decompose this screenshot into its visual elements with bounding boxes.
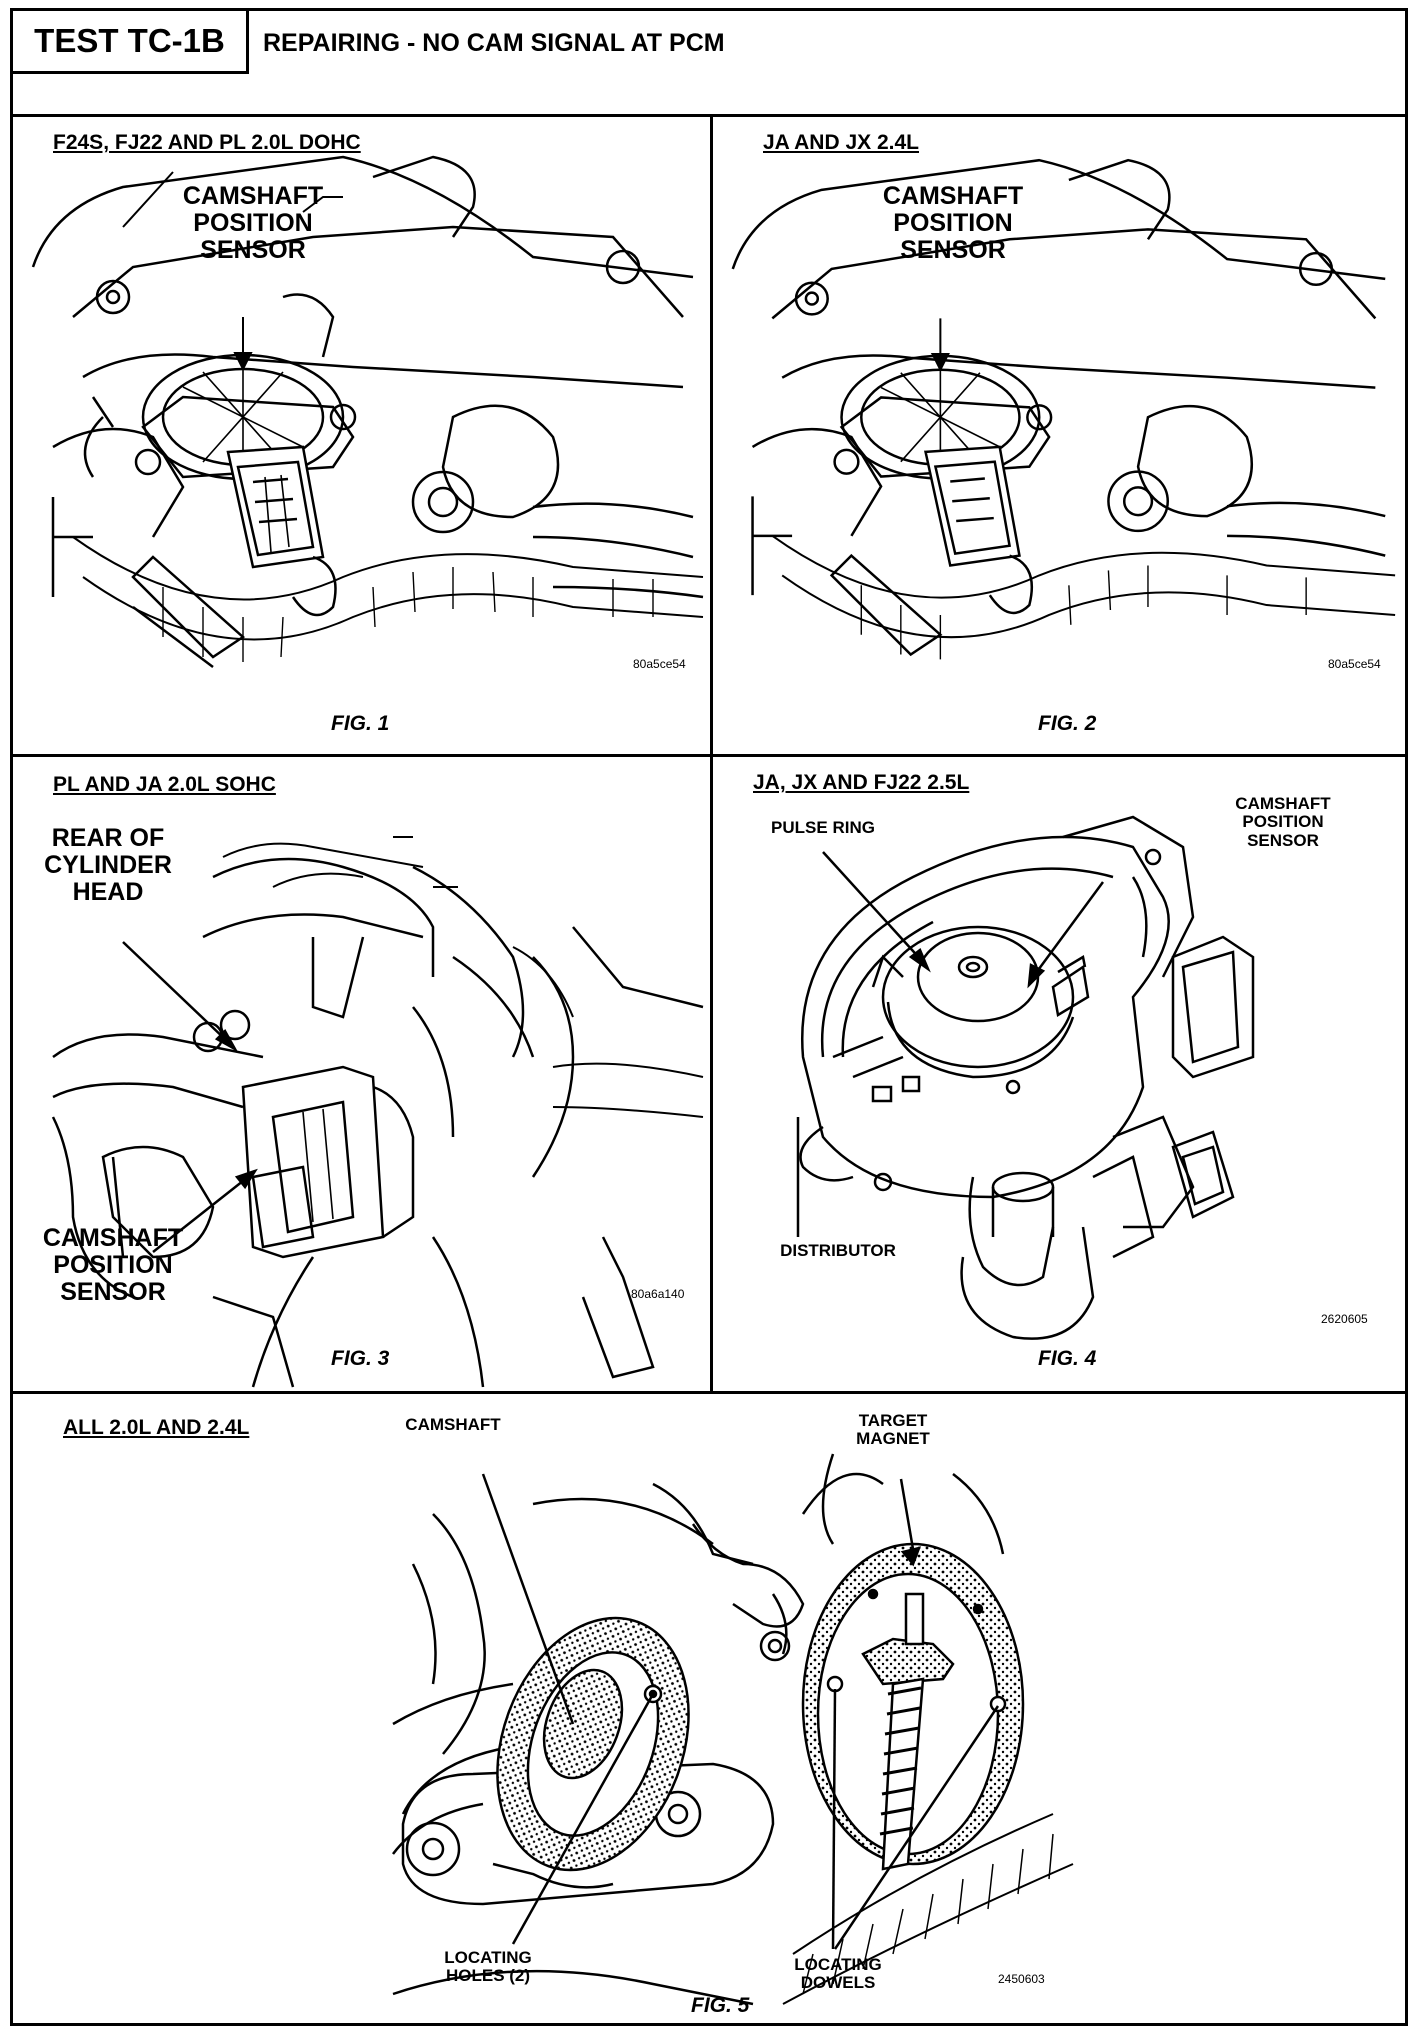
sensor-body — [835, 356, 1051, 613]
label-locating-holes: LOCATING HOLES (2) — [444, 1948, 532, 1986]
shaft-and-connector — [962, 1117, 1233, 1339]
panel-fig-4: JA, JX AND FJ22 2.5L — [713, 757, 1405, 1394]
panel-fig-2: JA AND JX 2.4L — [713, 117, 1405, 757]
engine-line-art — [733, 160, 1385, 654]
label-locating-dowels: LOCATING DOWELS — [794, 1955, 882, 1993]
label-camshaft-position-sensor: CAMSHAFT POSITION SENSOR — [42, 1224, 184, 1306]
test-id: TEST TC-1B — [34, 22, 225, 59]
leader-lines — [932, 318, 948, 369]
label-camshaft-position-sensor: CAMSHAFT POSITION SENSOR — [182, 182, 324, 264]
figure-caption: FIG. 2 — [1038, 712, 1097, 735]
target-magnet-illustration — [13, 1394, 1405, 2023]
illustration-code: 2620605 — [1321, 1312, 1368, 1326]
panel-heading: ALL 2.0L AND 2.4L — [63, 1416, 250, 1439]
hose — [783, 1814, 1073, 2004]
camshaft-sensor-24l-illustration — [713, 117, 1405, 757]
panel-heading: JA AND JX 2.4L — [763, 131, 919, 154]
label-distributor: DISTRIBUTOR — [780, 1241, 896, 1260]
label-camshaft-position-sensor: CAMSHAFT POSITION SENSOR — [882, 182, 1024, 264]
sensor-connector — [194, 1011, 413, 1257]
leader-lines — [483, 1474, 998, 1949]
label-camshaft: CAMSHAFT — [405, 1415, 501, 1434]
engine-line-art — [33, 157, 703, 667]
figure-caption: FIG. 1 — [331, 712, 390, 735]
page-header: TEST TC-1B REPAIRING - NO CAM SIGNAL AT … — [13, 11, 1405, 117]
panel-heading: PL AND JA 2.0L SOHC — [53, 773, 276, 796]
label-target-magnet: TARGET MAGNET — [856, 1411, 930, 1449]
camshaft-sensor-sohc-illustration — [13, 757, 713, 1394]
target-magnet — [803, 1544, 1023, 1869]
camshaft-sensor-dohc-illustration — [13, 117, 713, 757]
wiring-harness — [223, 837, 703, 1117]
leader-lines — [798, 852, 1103, 1237]
service-manual-page: TEST TC-1B REPAIRING - NO CAM SIGNAL AT … — [10, 8, 1408, 2026]
wiring-harness — [73, 537, 703, 662]
test-id-box: TEST TC-1B — [13, 11, 249, 74]
panel-fig-5: ALL 2.0L AND 2.4L — [13, 1394, 1405, 2023]
label-pulse-ring: PULSE RING — [771, 818, 875, 837]
test-title: REPAIRING - NO CAM SIGNAL AT PCM — [263, 29, 725, 57]
panel-fig-3: PL AND JA 2.0L SOHC — [13, 757, 713, 1394]
illustration-code: 80a5ce54 — [633, 657, 686, 671]
figure-caption: FIG. 4 — [1038, 1347, 1097, 1370]
distributor-illustration — [713, 757, 1405, 1394]
panel-heading: JA, JX AND FJ22 2.5L — [753, 771, 970, 794]
figure-caption: FIG. 3 — [331, 1347, 390, 1370]
label-camshaft-position-sensor: CAMSHAFT POSITION SENSOR — [1235, 794, 1331, 850]
illustration-code: 80a5ce54 — [1328, 657, 1381, 671]
label-rear-of-cylinder-head: REAR OF CYLINDER HEAD — [44, 824, 172, 906]
hands — [693, 1454, 833, 1660]
leader-lines — [123, 942, 255, 1252]
illustration-code: 2450603 — [998, 1972, 1045, 1986]
figure-caption: FIG. 5 — [691, 1994, 750, 2017]
leader-lines — [123, 172, 343, 369]
panel-heading: F24S, FJ22 AND PL 2.0L DOHC — [53, 131, 361, 154]
sensor-body — [136, 355, 355, 615]
illustration-code: 80a6a140 — [631, 1287, 685, 1301]
distributor-housing — [801, 817, 1254, 1197]
camshaft-end — [403, 1591, 773, 1904]
engine-line-art — [53, 859, 703, 1387]
panel-fig-1: F24S, FJ22 AND PL 2.0L DOHC — [13, 117, 713, 757]
wiring-harness — [772, 536, 1395, 660]
